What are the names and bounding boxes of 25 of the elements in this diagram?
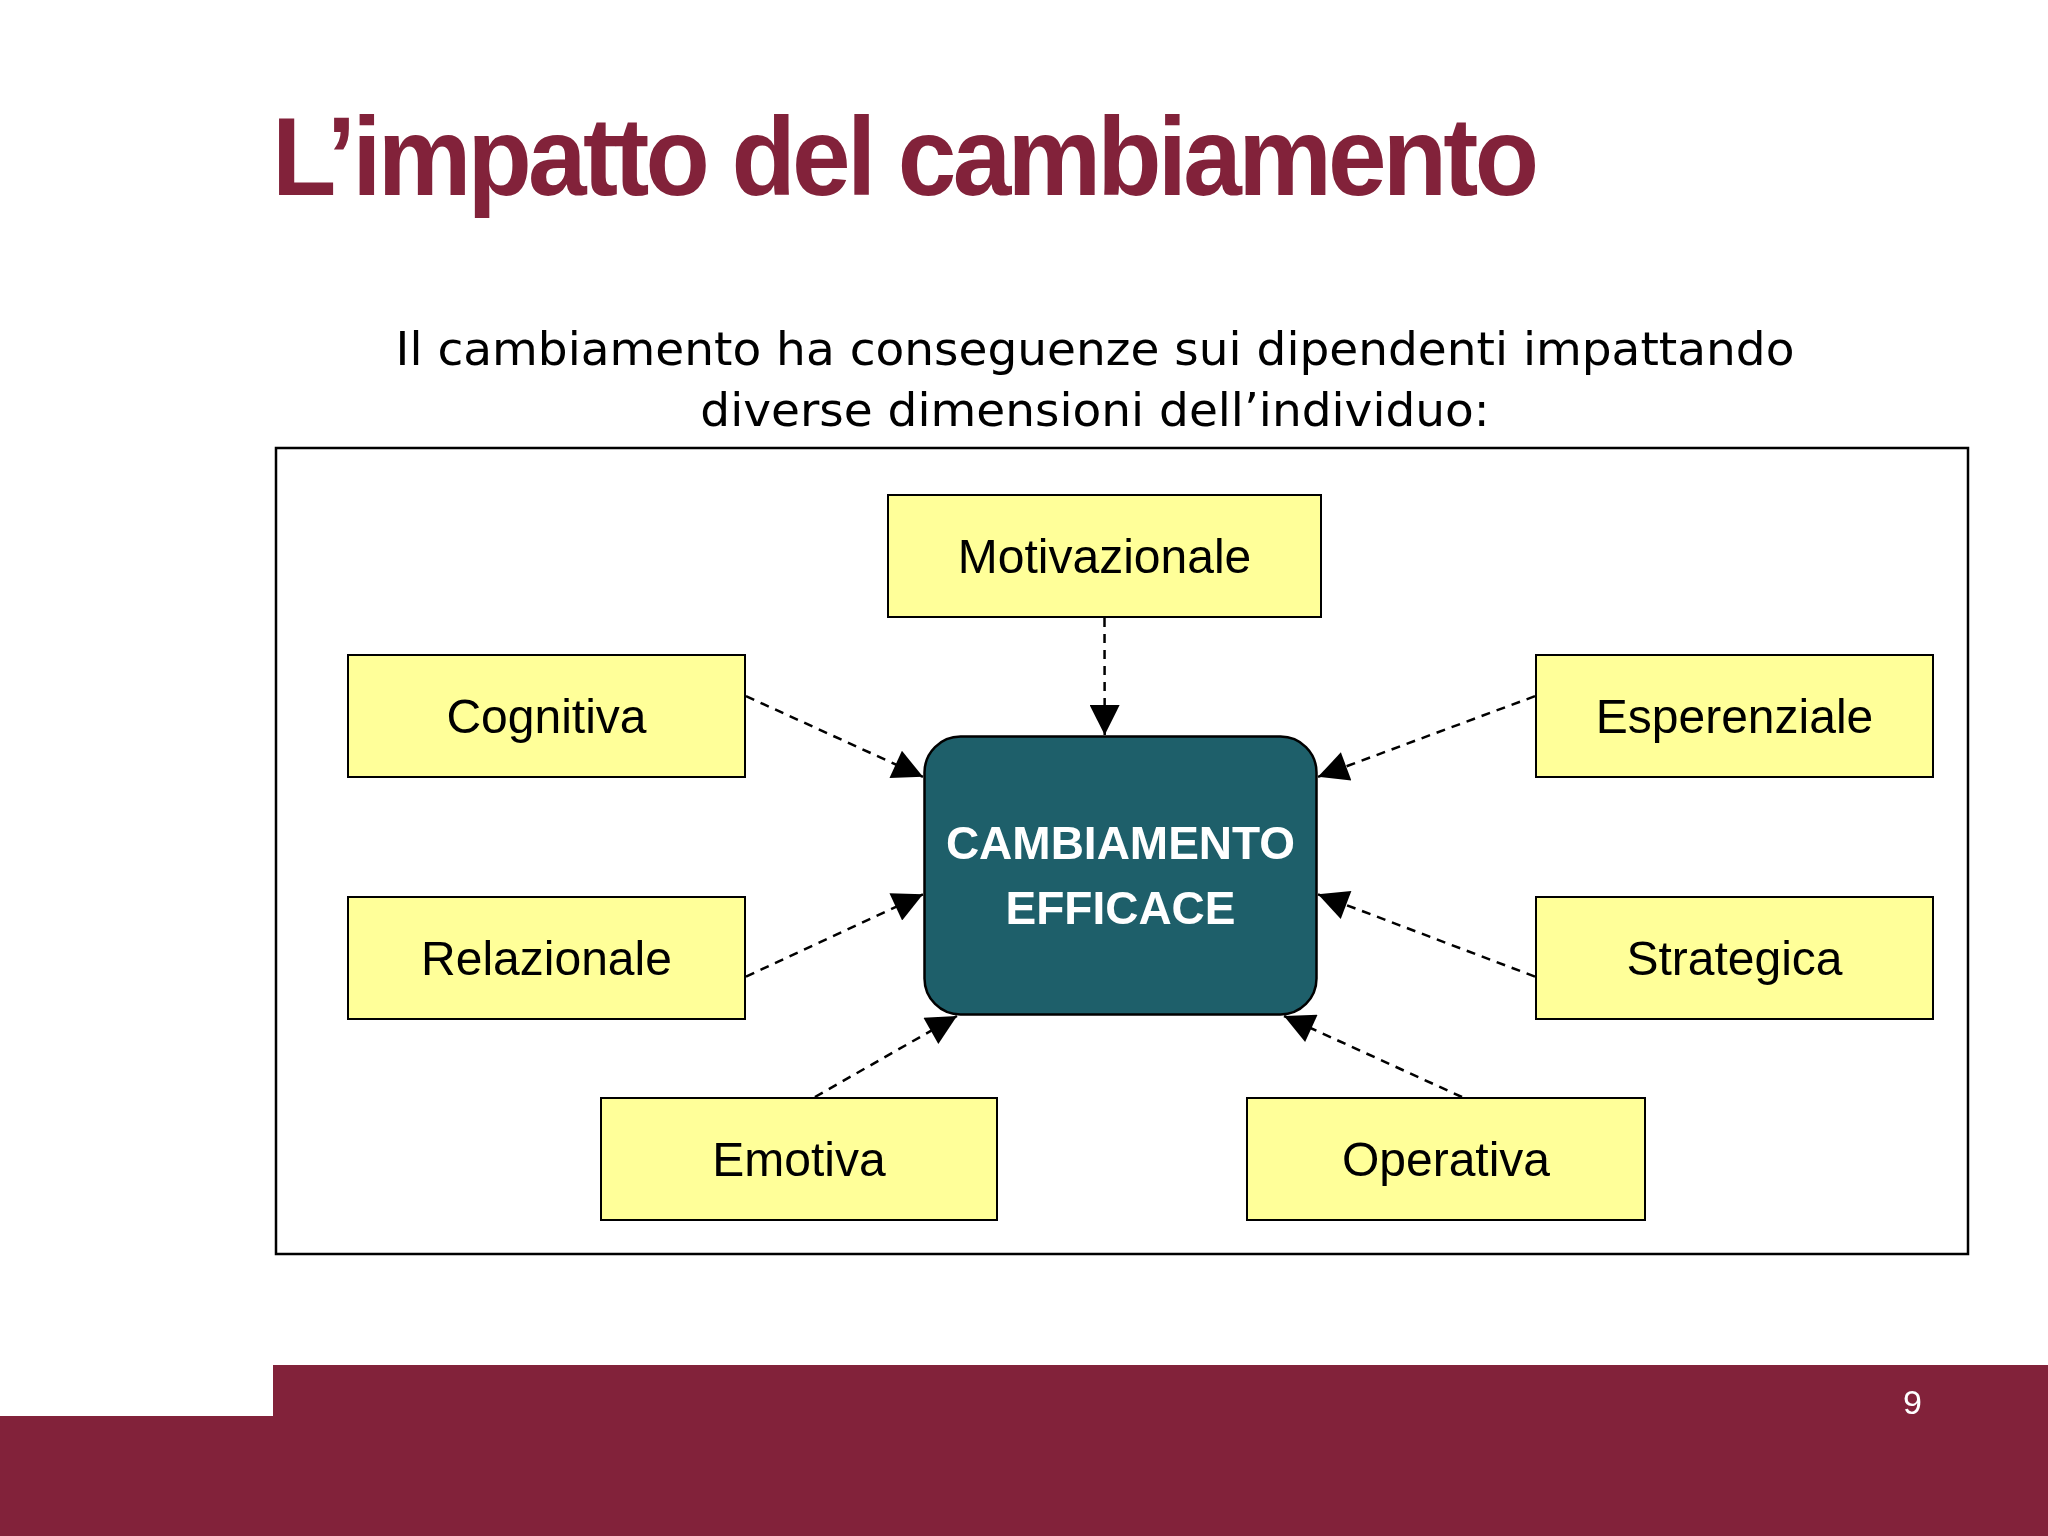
dimension-box: [347, 896, 746, 1020]
dimension-box: [887, 494, 1322, 618]
node-label: Esperenziale: [1594, 688, 1875, 744]
node-label: Motivazionale: [956, 528, 1253, 584]
dashed-arrow: [1089, 618, 1120, 735]
node-label: Emotiva: [711, 1131, 887, 1187]
dashed-arrow: [1283, 1014, 1463, 1099]
node-label: Cognitiva: [445, 688, 648, 744]
dashed-arrow: [814, 1014, 958, 1099]
dimension-box: [347, 654, 746, 778]
node-label: Strategica: [1625, 930, 1844, 986]
dimension-box: [1246, 1097, 1646, 1221]
dimension-box: [1535, 654, 1934, 778]
slide-title: L’impatto del cambiamento: [272, 93, 1536, 221]
dimension-box: [600, 1097, 998, 1221]
dashed-arrow: [1317, 695, 1536, 781]
dashed-arrow: [745, 695, 924, 779]
node-label: CAMBIAMENTO EFFICACE: [944, 816, 1297, 936]
dashed-arrow: [1317, 890, 1536, 978]
subtitle-text: Il cambiamento ha conseguenze sui dipendenti impattando diverse dimensioni dell’individuo:: [394, 320, 1796, 439]
dimension-box: [1535, 896, 1934, 1020]
dashed-arrow: [745, 893, 924, 978]
node-label: Operativa: [1340, 1131, 1552, 1187]
node-label: Relazionale: [420, 930, 673, 986]
page-number: 9: [1903, 1383, 1922, 1422]
